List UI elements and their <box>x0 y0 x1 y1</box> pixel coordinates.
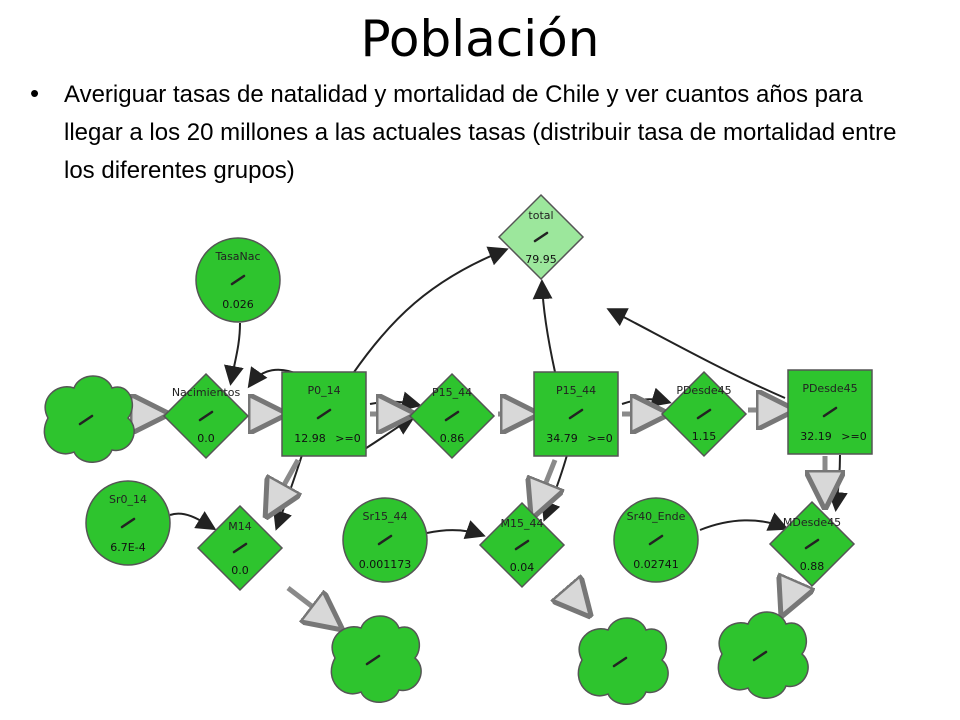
node-sr0-14-value: 6.7E-4 <box>110 541 145 554</box>
cloud-sink-m14 <box>330 615 422 703</box>
node-m14-label: M14 <box>228 520 252 533</box>
link-pdesde45-to-total <box>606 308 786 399</box>
node-pdesde45-value: 32.19 <box>800 430 832 443</box>
node-m15-44-label: M15_44 <box>501 517 544 530</box>
node-nacimientos-value: 0.0 <box>197 432 215 445</box>
node-mdesde45-label: MDesde45 <box>783 516 841 529</box>
node-p0-14-constraint: >=0 <box>335 432 360 445</box>
pipe-p15-to-m15 <box>535 459 555 510</box>
cloud-source-left <box>43 375 135 463</box>
node-pdesde45-label: PDesde45 <box>802 382 857 395</box>
node-tasanac-value: 0.026 <box>222 298 254 311</box>
node-m14-value: 0.0 <box>231 564 249 577</box>
node-pdesde45[interactable]: PDesde45 32.19 >=0 <box>787 369 873 455</box>
slide-title: Población <box>360 10 600 68</box>
node-sr0-14-label: Sr0_14 <box>109 493 147 506</box>
pipe-m15-to-cloud <box>566 588 585 610</box>
node-sr15-44-value: 0.001173 <box>359 558 412 571</box>
node-p0-14-value: 12.98 <box>294 432 326 445</box>
link-pdesde45-to-mdesde45 <box>827 454 848 512</box>
link-sr15-to-m15 <box>426 520 486 540</box>
cloud-sink-m15 <box>577 617 669 705</box>
node-m14[interactable]: M14 0.0 <box>196 504 284 592</box>
link-p0-to-total <box>351 246 509 376</box>
node-p15-44-label: P15_44 <box>556 384 596 397</box>
node-m15-44[interactable]: M15_44 0.04 <box>478 501 566 589</box>
node-tasanac[interactable]: TasaNac 0.026 <box>195 237 281 323</box>
node-pdesde45-constraint: >=0 <box>841 430 866 443</box>
node-mdesde45-value: 0.88 <box>800 560 825 573</box>
link-sr0-to-m14 <box>169 511 217 531</box>
flow-pipes <box>128 410 825 624</box>
link-sr40-to-mdesde45 <box>699 512 789 531</box>
node-p15-44-flow-label: P15_44 <box>432 386 472 399</box>
node-pdesde45-flow-label: PDesde45 <box>676 384 731 397</box>
link-p15-to-pdesdeflow <box>621 387 672 407</box>
node-p15-44-constraint: >=0 <box>587 432 612 445</box>
link-p0-to-p15flow <box>369 391 422 412</box>
node-m15-44-value: 0.04 <box>510 561 535 574</box>
node-sr0-14[interactable]: Sr0_14 6.7E-4 <box>85 480 171 566</box>
node-p0-14[interactable]: P0_14 12.98 >=0 <box>281 371 367 457</box>
node-total-value: 79.95 <box>525 253 557 266</box>
node-p0-14-label: P0_14 <box>307 384 340 397</box>
node-sr40-ende[interactable]: Sr40_Ende 0.02741 <box>613 497 699 583</box>
node-sr15-44-label: Sr15_44 <box>363 510 408 523</box>
node-total-label: total <box>528 209 553 222</box>
node-p15-44-flow[interactable]: P15_44 0.86 <box>408 372 496 460</box>
node-total[interactable]: total 79.95 <box>497 193 585 281</box>
node-pdesde45-flow-value: 1.15 <box>692 430 717 443</box>
bullet-text: Averiguar tasas de natalidad y mortalida… <box>64 81 897 184</box>
node-pdesde45-flow[interactable]: PDesde45 1.15 <box>660 370 748 458</box>
node-sr15-44[interactable]: Sr15_44 0.001173 <box>342 497 428 583</box>
node-nacimientos[interactable]: Nacimientos 0.0 <box>162 372 250 460</box>
link-p15-to-total <box>532 279 556 373</box>
bullet-point-icon: • <box>30 78 40 108</box>
node-p15-44-flow-value: 0.86 <box>440 432 465 445</box>
pipe-m14-to-cloud <box>286 586 335 624</box>
node-p15-44-value: 34.79 <box>546 432 578 445</box>
pipe-mdesde45-to-cloud <box>785 585 795 608</box>
node-sr40-ende-label: Sr40_Ende <box>627 510 686 523</box>
pipe-p0-to-m14 <box>270 458 298 510</box>
node-mdesde45[interactable]: MDesde45 0.88 <box>768 500 856 588</box>
node-nacimientos-label: Nacimientos <box>172 386 241 399</box>
link-p15-to-m15 <box>541 454 568 522</box>
node-p15-44[interactable]: P15_44 34.79 >=0 <box>533 371 619 457</box>
link-tasanac-to-nacimientos <box>224 322 244 386</box>
node-tasanac-label: TasaNac <box>214 250 260 263</box>
node-sr40-ende-value: 0.02741 <box>633 558 679 571</box>
cloud-sink-mdesde45 <box>717 611 809 699</box>
